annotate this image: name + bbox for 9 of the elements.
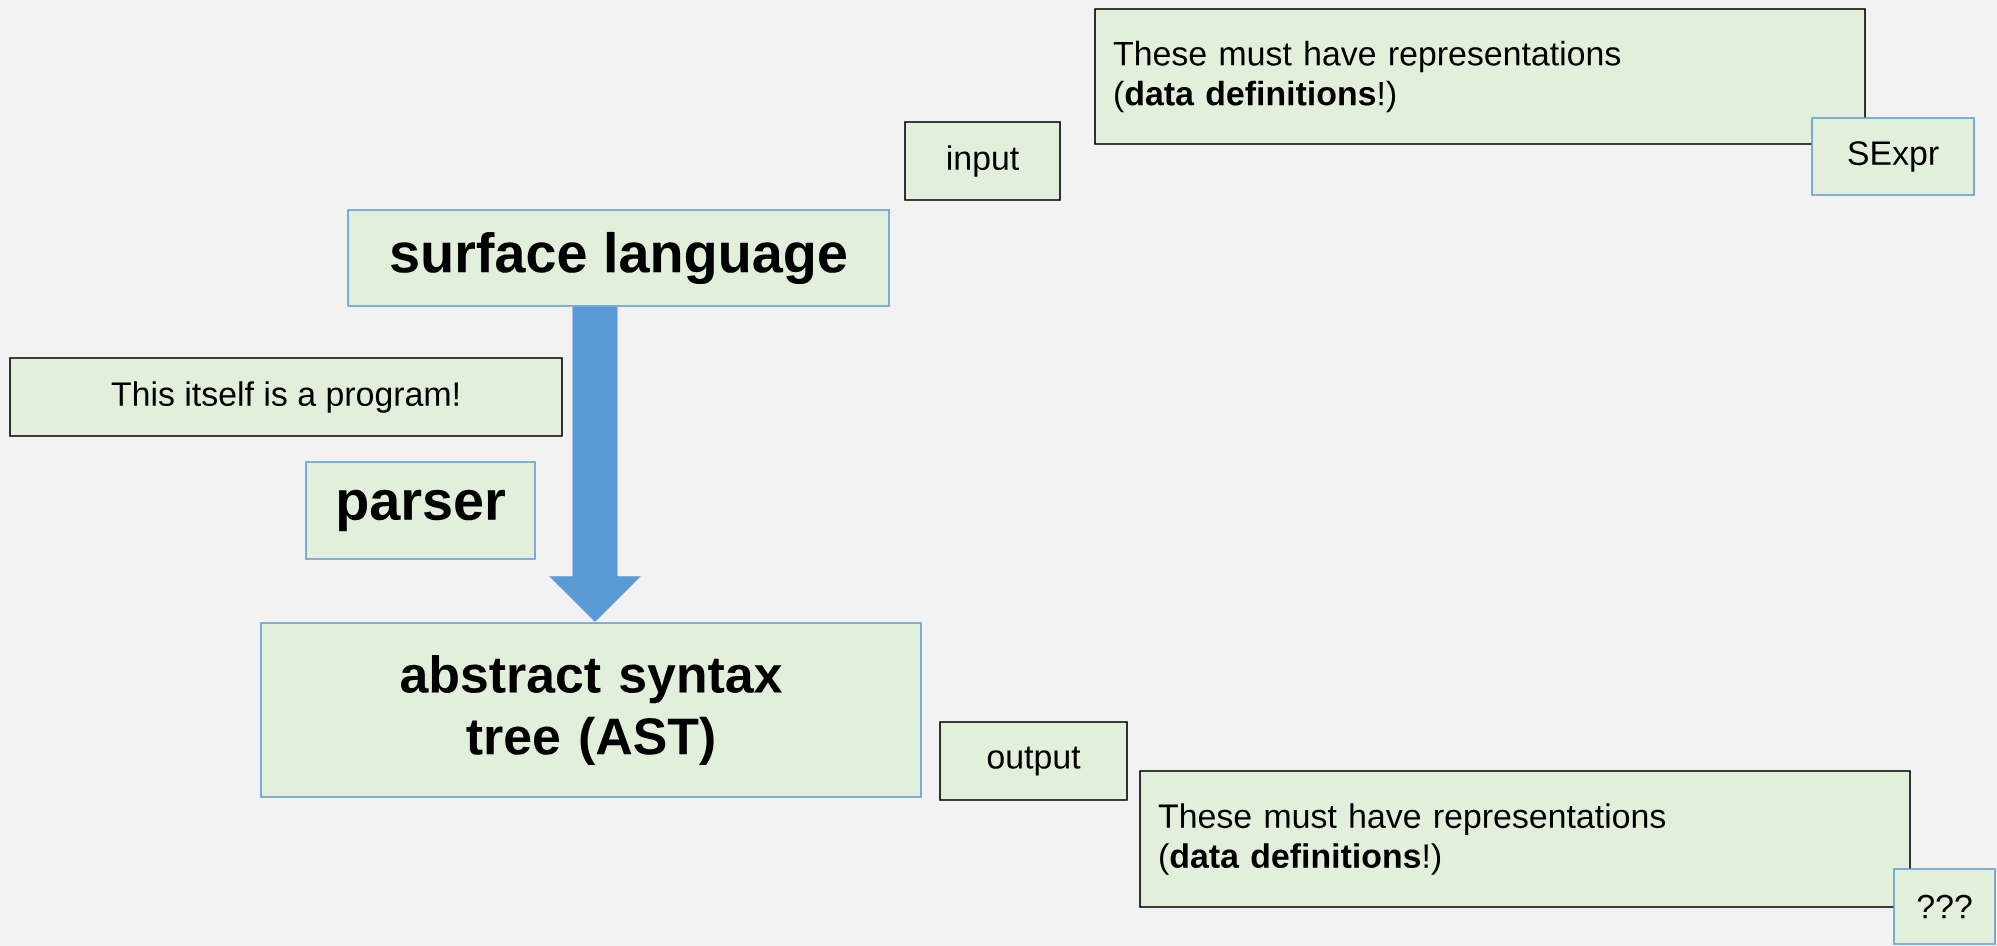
note-box: These must have representations (data definitions!) bbox=[1139, 770, 1911, 908]
note-box: This itself is a program! bbox=[9, 357, 563, 437]
tag-box: output bbox=[939, 721, 1128, 801]
tag-box: ??? bbox=[1893, 868, 1996, 945]
term-box: parser bbox=[305, 461, 536, 560]
tag-box: SExpr bbox=[1811, 117, 1975, 196]
tag-box: input bbox=[904, 121, 1061, 201]
term-box: abstract syntax tree (AST) bbox=[260, 622, 922, 798]
term-box: surface language bbox=[347, 209, 890, 307]
